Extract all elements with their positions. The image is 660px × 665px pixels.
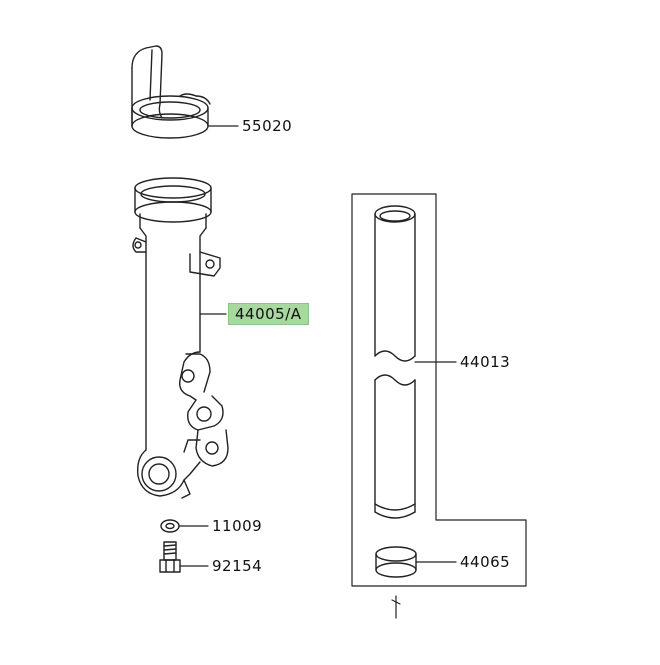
callout-55020[interactable]: 55020 [242, 117, 293, 135]
callout-44065[interactable]: 44065 [460, 553, 511, 571]
outer-tube-drawing [132, 177, 229, 499]
bolt-drawing [159, 541, 181, 573]
callout-44013[interactable]: 44013 [460, 353, 511, 371]
callout-44005-a-highlighted[interactable]: 44005/A [228, 303, 309, 325]
assembly-bracket [351, 193, 527, 587]
callout-11009[interactable]: 11009 [212, 517, 263, 535]
inner-tube-drawing [374, 205, 416, 519]
fork-guard-drawing [131, 45, 211, 139]
bushing-drawing [375, 546, 417, 578]
callout-92154[interactable]: 92154 [212, 557, 263, 575]
gasket-drawing [160, 519, 180, 533]
